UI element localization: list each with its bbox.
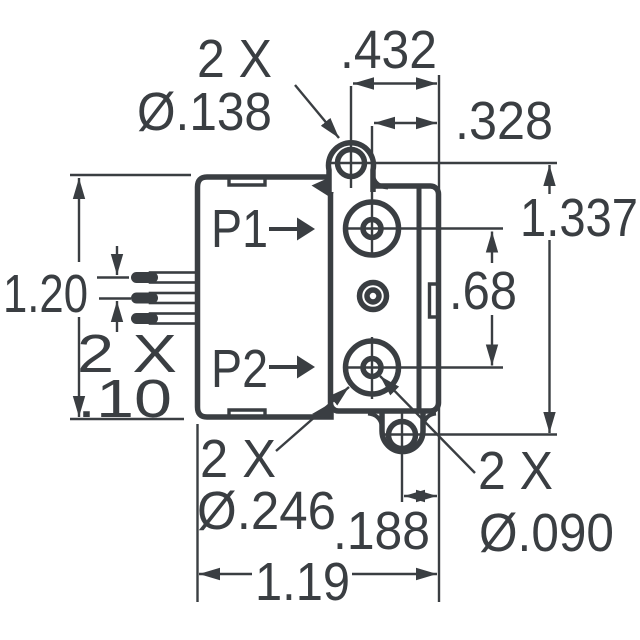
port-flow-arrows	[269, 217, 315, 379]
p2-arrow-icon	[297, 355, 315, 379]
dim-188-label: .188	[333, 501, 430, 561]
lead-1-tip	[131, 272, 158, 283]
dimension-labels: 2 X Ø.138 .432 .328 1.337 1.20 P1 P2 .68…	[3, 20, 638, 612]
tab-top-gusset	[311, 177, 331, 198]
centerlines	[70, 86, 557, 602]
leader-lines	[275, 84, 476, 474]
dim-1337-label: 1.337	[520, 188, 638, 248]
lead-3-tip	[131, 313, 158, 324]
leader-dia-090	[379, 375, 476, 474]
mount-holes-dia-label: Ø.138	[137, 82, 272, 142]
port-p1-label: P1	[211, 199, 268, 259]
dimension-lines	[72, 77, 556, 581]
leader-dia-138	[294, 84, 340, 139]
leader-dia-246	[275, 386, 350, 452]
ports-count-label: 2 X	[200, 429, 276, 489]
dim-119-label: 1.19	[255, 552, 350, 612]
case-bottom-notch	[227, 408, 267, 418]
lead-pitch-label: .10	[77, 369, 172, 429]
lead-2-tip	[131, 292, 158, 304]
dim-328-label: .328	[455, 91, 553, 151]
dim-68-label: .68	[449, 261, 517, 321]
mount-holes-count-label: 2 X	[197, 29, 272, 89]
edge-key-notch	[427, 282, 438, 319]
tab-bottom-right-fillet	[421, 411, 437, 427]
case-top-notch	[227, 176, 267, 187]
port-holes-dia-label: Ø.090	[479, 503, 614, 563]
p1-arrow-icon	[297, 217, 315, 241]
lead-pitch-count-label: 2 X	[77, 324, 177, 384]
ports-dia-label: Ø.246	[197, 481, 336, 541]
tab-bottom-left-fillet	[367, 411, 384, 427]
port-holes-count-label: 2 X	[478, 441, 553, 501]
tab-top-fillet	[371, 174, 389, 190]
dim-120-label: 1.20	[3, 264, 88, 324]
center-boss-hole	[364, 287, 382, 305]
leads	[131, 271, 199, 325]
port-p2-label: P2	[211, 339, 268, 399]
dim-432-label: .432	[340, 20, 437, 80]
